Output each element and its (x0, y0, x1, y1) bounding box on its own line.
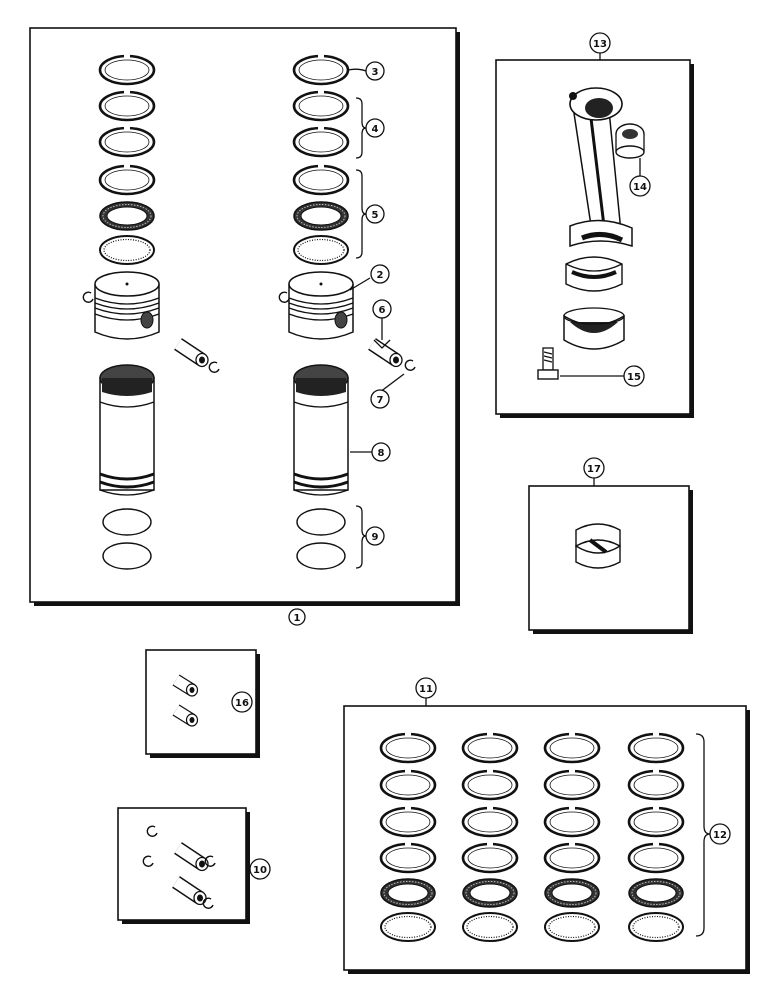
connecting-rod (569, 87, 633, 248)
cylinder-sleeve-right (292, 363, 350, 497)
callout-15: 15 (623, 365, 645, 387)
svg-text:14: 14 (633, 182, 647, 193)
callout-1: 1 (288, 608, 306, 626)
callout-13: 13 (589, 32, 611, 54)
ring-set-ring-3-5 (544, 878, 600, 908)
ring-set-ring-4-5 (628, 878, 684, 908)
callout-6: 6 (372, 299, 392, 319)
callout-14: 14 (629, 175, 651, 197)
callout-5: 5 (365, 204, 385, 224)
svg-text:6: 6 (379, 305, 386, 316)
callout-9: 9 (365, 526, 385, 546)
ring-set-ring-1-5 (380, 878, 436, 908)
main-bearing-shell (575, 523, 621, 569)
ring-set-ring-2-5 (462, 878, 518, 908)
svg-text:5: 5 (372, 210, 379, 221)
rod-bearing-cap (563, 307, 625, 350)
svg-text:10: 10 (253, 865, 267, 876)
svg-text:15: 15 (627, 372, 641, 383)
svg-text:11: 11 (419, 684, 433, 695)
svg-text:3: 3 (372, 67, 379, 78)
svg-text:8: 8 (378, 448, 385, 459)
callout-3: 3 (365, 61, 385, 81)
svg-text:1: 1 (294, 613, 301, 624)
svg-text:4: 4 (372, 124, 379, 135)
callout-2: 2 (370, 264, 390, 284)
cylinder-sleeve-left (98, 363, 156, 497)
rod-bearing-upper (564, 255, 624, 293)
svg-text:16: 16 (235, 698, 249, 709)
callout-10: 10 (249, 858, 271, 880)
svg-text:7: 7 (377, 395, 384, 406)
oil-ring-left (99, 201, 155, 231)
piston-right (288, 271, 354, 340)
svg-text:13: 13 (593, 39, 607, 50)
callout-12: 12 (709, 823, 731, 845)
callout-11: 11 (415, 677, 437, 699)
callout-16: 16 (231, 691, 253, 713)
svg-text:9: 9 (372, 532, 379, 543)
piston-pin-bushing (615, 123, 645, 159)
callout-7: 7 (370, 389, 390, 409)
oil-ring-right (293, 201, 349, 231)
pin-kit-panel (117, 807, 250, 924)
rod-cap-bolt (537, 347, 559, 380)
callout-8: 8 (371, 442, 391, 462)
callout-17: 17 (583, 457, 605, 479)
svg-text:17: 17 (587, 464, 601, 475)
svg-text:2: 2 (377, 270, 384, 281)
callout-4: 4 (365, 118, 385, 138)
piston-left (94, 271, 160, 340)
svg-text:12: 12 (713, 830, 727, 841)
